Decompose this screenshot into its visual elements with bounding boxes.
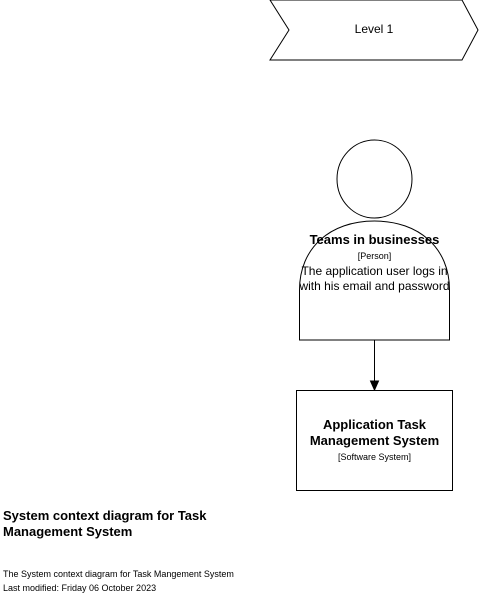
person-body-shape xyxy=(299,220,450,341)
person-title: Teams in businesses xyxy=(309,232,440,247)
person-description: The application user logs in with his em… xyxy=(299,264,450,293)
relationship-arrowhead xyxy=(369,380,380,392)
software-system-box xyxy=(296,390,453,491)
diagram-caption-description: The System context diagram for Task Mang… xyxy=(3,569,234,579)
software-system-title: Application Task Management System xyxy=(309,417,440,448)
level-banner-shape xyxy=(269,0,479,61)
person-type-label: [Person] xyxy=(357,251,392,261)
diagram-caption-title: System context diagram for Task Manageme… xyxy=(3,508,207,539)
level-label: Level 1 xyxy=(354,22,394,36)
person-head-shape xyxy=(336,139,413,219)
software-system-type-label: [Software System] xyxy=(337,452,412,462)
diagram-last-modified: Last modified: Friday 06 October 2023 xyxy=(3,583,157,593)
